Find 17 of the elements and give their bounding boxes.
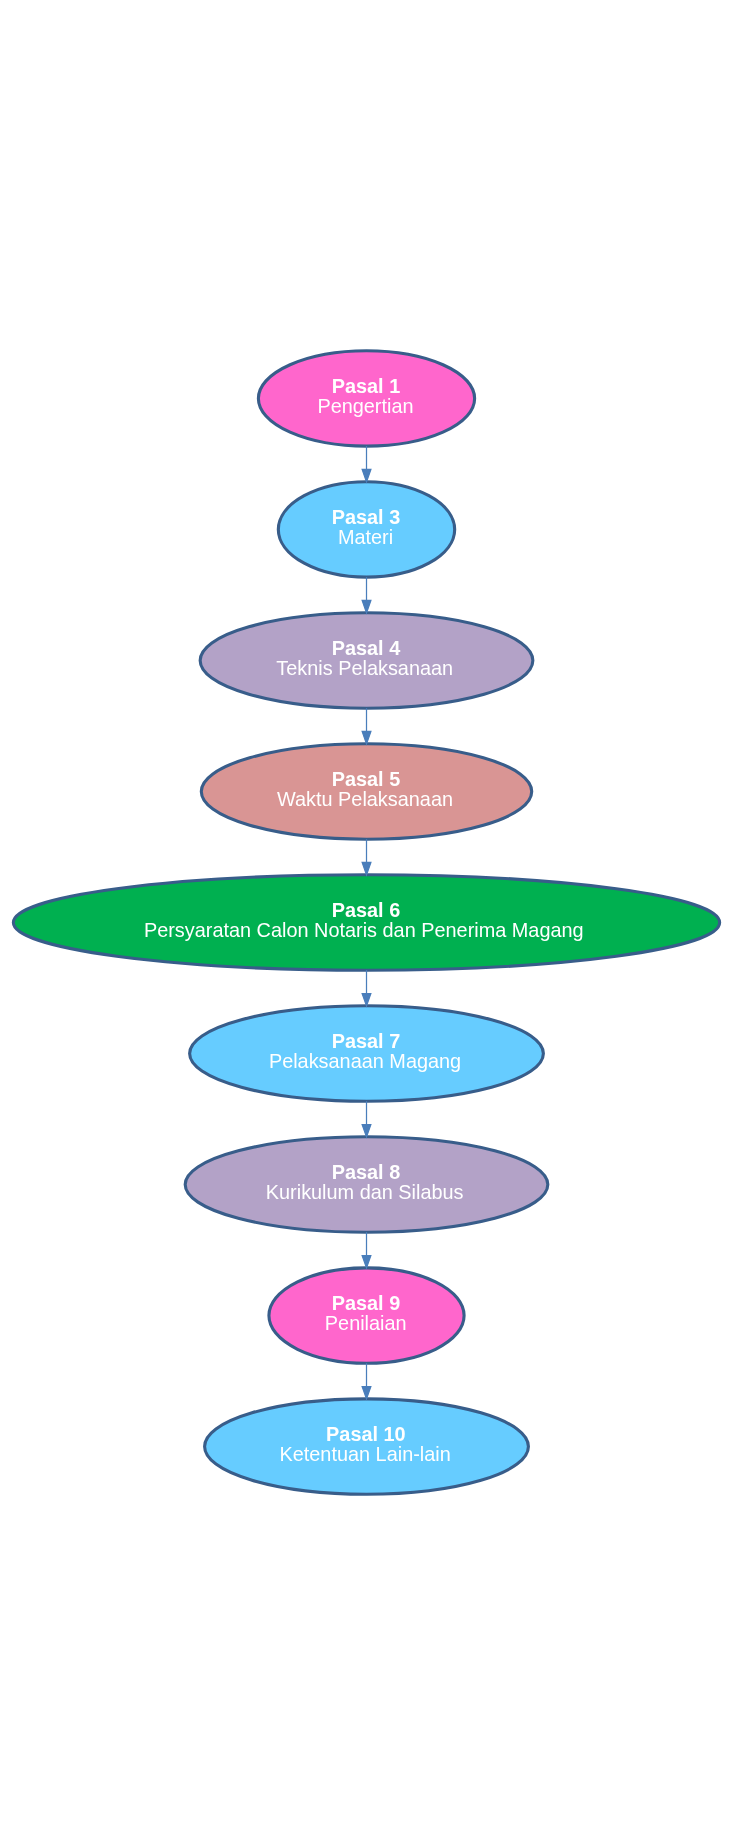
- arrow: [361, 707, 372, 746]
- node-ellipse: Pasal 3 Materi: [276, 479, 457, 579]
- node-ellipse: Pasal 1 Pengertian: [256, 348, 477, 448]
- arrow: [361, 1231, 372, 1270]
- node-ellipse: Pasal 4 Teknis Pelaksanaan: [198, 610, 535, 710]
- node-ellipse: Pasal 10 Ketentuan Lain-lain: [203, 1396, 530, 1496]
- node-ellipse: Pasal 6 Persyaratan Calon Notaris dan Penerima Magang: [11, 872, 722, 972]
- arrow: [361, 1362, 372, 1401]
- arrow: [361, 576, 372, 615]
- arrow: [361, 1100, 372, 1139]
- node-ellipse: Pasal 5 Waktu Pelaksanaan: [199, 741, 534, 841]
- node-ellipse: Pasal 8 Kurikulum dan Silabus: [183, 1134, 550, 1234]
- arrow: [361, 969, 372, 1008]
- arrow: [361, 838, 372, 877]
- node-ellipse: Pasal 7 Pelaksanaan Magang: [188, 1003, 545, 1103]
- arrow: [361, 444, 372, 484]
- node-ellipse: Pasal 9 Penilaian: [267, 1265, 466, 1365]
